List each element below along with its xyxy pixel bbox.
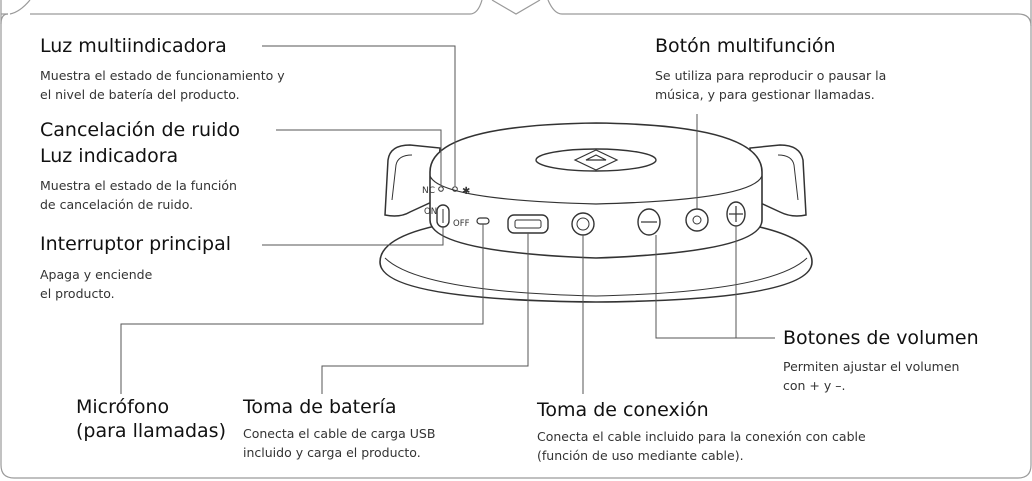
multifunction-center — [692, 215, 702, 225]
leader-power-switch — [262, 227, 444, 246]
frame-top-left — [0, 13, 9, 25]
multi-led — [452, 186, 458, 192]
battery-port-desc-1: Conecta el cable de carga USB — [243, 426, 436, 441]
logo-icon — [573, 149, 619, 171]
switch-off-label: OFF — [453, 219, 470, 229]
connection-port-desc-2: (función de uso mediante cable). — [537, 448, 744, 463]
multi-button-desc-2: música, y para gestionar llamadas. — [655, 87, 875, 102]
headband-left-inner — [391, 154, 413, 201]
microphone-title-2: (para llamadas) — [76, 420, 226, 442]
jack-hole — [576, 217, 590, 231]
headband-left — [384, 144, 441, 217]
multi-led-title: Luz multiindicadora — [40, 35, 227, 57]
battery-port-desc-2: incluido y carga el producto. — [243, 445, 421, 460]
leader-volume — [655, 226, 775, 339]
power-switch-title: Interruptor principal — [40, 233, 232, 255]
housing-rim — [429, 175, 763, 205]
power-switch-desc-1: Apaga y enciende — [40, 267, 153, 282]
switch-on-label: ON — [424, 207, 437, 217]
usb-port-inner — [514, 219, 542, 229]
nc-led — [438, 186, 444, 192]
frame-top-notch — [1, 0, 1032, 27]
multi-led-desc-2: el nivel de batería del producto. — [40, 87, 240, 102]
connection-port-title: Toma de conexión — [537, 399, 709, 421]
nc-led-title-1: Cancelación de ruido — [40, 119, 241, 141]
leader-multi-led — [262, 45, 456, 186]
nc-led-desc-2: de cancelación de ruido. — [40, 197, 194, 212]
housing-body — [429, 122, 763, 259]
nc-label: NC — [422, 186, 435, 196]
leader-battery-port — [321, 233, 529, 394]
volume-desc-1: Permiten ajustar el volumen — [783, 359, 960, 374]
cushion-edge — [384, 257, 808, 297]
multi-button-desc-1: Se utiliza para reproducir o pausar la — [655, 68, 887, 83]
leader-nc-led — [276, 129, 442, 186]
bluetooth-icon: ✱ — [462, 186, 470, 197]
nc-led-desc-1: Muestra el estado de la función — [40, 178, 237, 193]
battery-port-title: Toma de batería — [243, 396, 397, 418]
microphone-title-1: Micrófono — [76, 396, 170, 418]
multi-led-desc-1: Muestra el estado de funcionamiento y — [40, 68, 285, 83]
nc-led-title-2: Luz indicadora — [40, 145, 179, 167]
headband-right-inner — [777, 154, 799, 201]
multi-button-title: Botón multifunción — [655, 35, 836, 57]
leader-microphone — [120, 224, 484, 394]
microphone-hole — [476, 217, 490, 225]
volume-title: Botones de volumen — [783, 327, 979, 349]
volume-desc-2: con + y –. — [783, 378, 846, 393]
power-switch-desc-2: el producto. — [40, 286, 115, 301]
headband-right — [749, 144, 807, 217]
connection-port-desc-1: Conecta el cable incluido para la conexi… — [537, 429, 866, 444]
